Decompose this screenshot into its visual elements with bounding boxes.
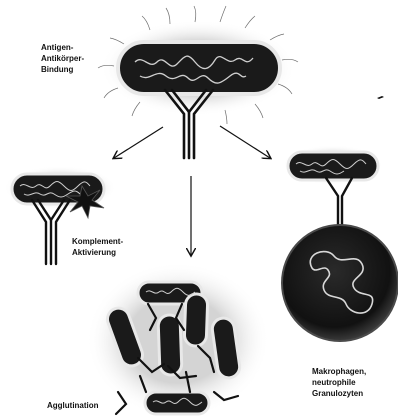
right-bacterium [288, 152, 378, 180]
phagocyte-group [282, 145, 398, 341]
top-bacterium [118, 42, 280, 94]
label-antigen-antibody-binding: Antigen- Antikörper- Bindung [41, 42, 84, 75]
flow-arrows [114, 126, 270, 255]
label-phagocytes: Makrophagen, neutrophile Granulozyten [312, 366, 366, 399]
label-agglutination: Agglutination [47, 400, 99, 411]
phagocyte-cell [282, 225, 398, 341]
label-complement-activation: Komplement- Aktivierung [72, 236, 123, 258]
arrow-to-phagocytes [220, 126, 270, 158]
cluster-bacterium-center-b [184, 294, 208, 347]
agglutination-group [86, 262, 270, 418]
ink-speck [377, 96, 384, 99]
arrow-to-complement [114, 127, 163, 158]
top-bacterium-group [98, 6, 298, 124]
right-antibody [326, 178, 352, 226]
